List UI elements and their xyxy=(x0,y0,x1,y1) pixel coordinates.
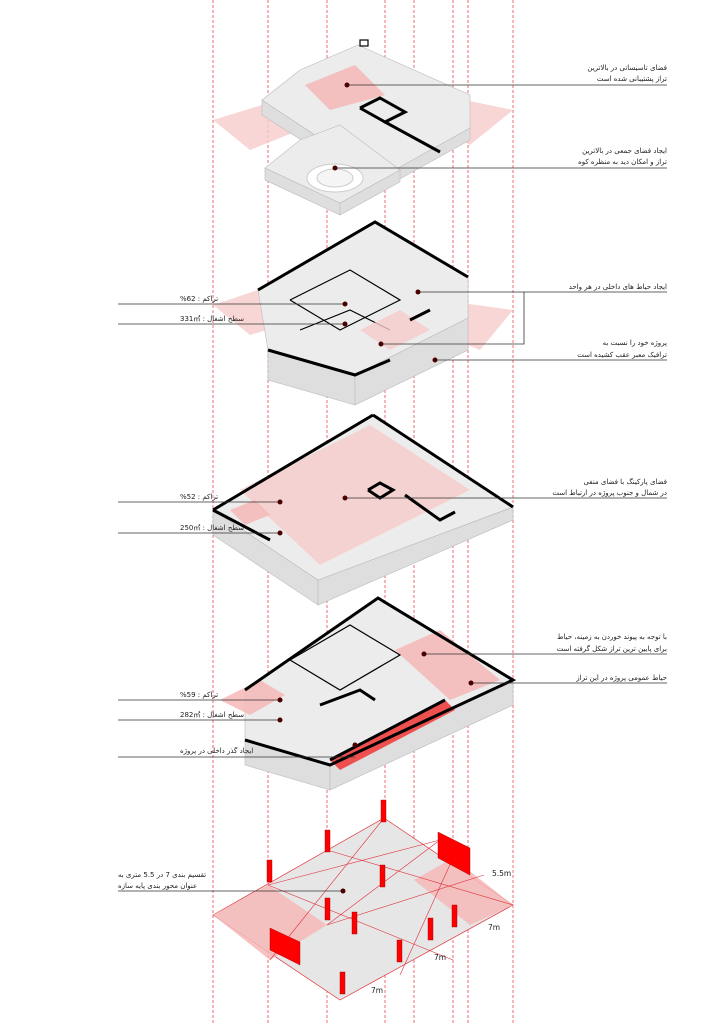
level-3 xyxy=(212,413,514,606)
roof-note-2-line-1: ایجاد فضای جمعی در بالاترین xyxy=(582,147,667,155)
grid-note-line-1: تقسیم بندی 7 در 5.5 متری به xyxy=(118,871,206,879)
level4-occupancy: سطح اشغال : 282㎡ xyxy=(180,711,244,719)
level-4 xyxy=(220,596,517,791)
level2-density: تراکم : 62% xyxy=(180,295,218,303)
dimension-5-5m: 5.5m xyxy=(492,869,511,878)
level3-note-line-2: در شمال و جنوب پروژه در ارتباط است xyxy=(552,489,667,497)
structural-grid-level xyxy=(212,799,514,1001)
dimension-7m-1: 7m xyxy=(488,923,500,932)
level4-passage: ایجاد گذر داخلی در پروژه xyxy=(180,746,253,755)
level2-note-2-line-1: پروژه خود را نسبت به xyxy=(603,339,667,347)
level4-note-2: حیاط عمومی پروژه در این تراز xyxy=(575,674,667,682)
annotation-lines xyxy=(118,82,667,894)
level3-note-line-1: فضای پارکینگ با فضای منفی xyxy=(583,477,667,486)
level4-note-1-line-2: برای پایین ترین تراز شکل گرفته است xyxy=(557,644,667,653)
roof-note-1-line-1: فضای تاسیساتی در بالاترین xyxy=(587,64,667,72)
roof-note-2-line-2: تراز و امکان دید به منظره کوه xyxy=(578,158,667,166)
dimension-7m-2: 7m xyxy=(434,953,446,962)
level-2 xyxy=(213,220,513,406)
level2-note-2-line-2: ترافیک معبر عقب کشیده است xyxy=(577,351,667,359)
dimension-7m-3: 7m xyxy=(371,986,383,995)
grid-note-line-2: عنوان محور بندی پایه سازه xyxy=(118,882,197,890)
annotations: فضای تاسیساتی در بالاترین تراز پشتیبانی … xyxy=(118,64,667,995)
level4-density: تراکم : 59% xyxy=(180,691,218,699)
level4-note-1-line-1: با توجه به پیوند خوردن به زمینه، حیاط xyxy=(557,633,667,641)
roof-level xyxy=(213,39,513,216)
level2-note-1: ایجاد حیاط های داخلی در هر واحد xyxy=(569,283,667,291)
level3-occupancy: سطح اشغال : 250㎡ xyxy=(180,524,244,532)
level3-density: تراکم : 52% xyxy=(180,493,218,501)
level2-occupancy: سطح اشغال : 331㎡ xyxy=(180,315,244,323)
roof-note-1-line-2: تراز پشتیبانی شده است xyxy=(597,75,667,83)
